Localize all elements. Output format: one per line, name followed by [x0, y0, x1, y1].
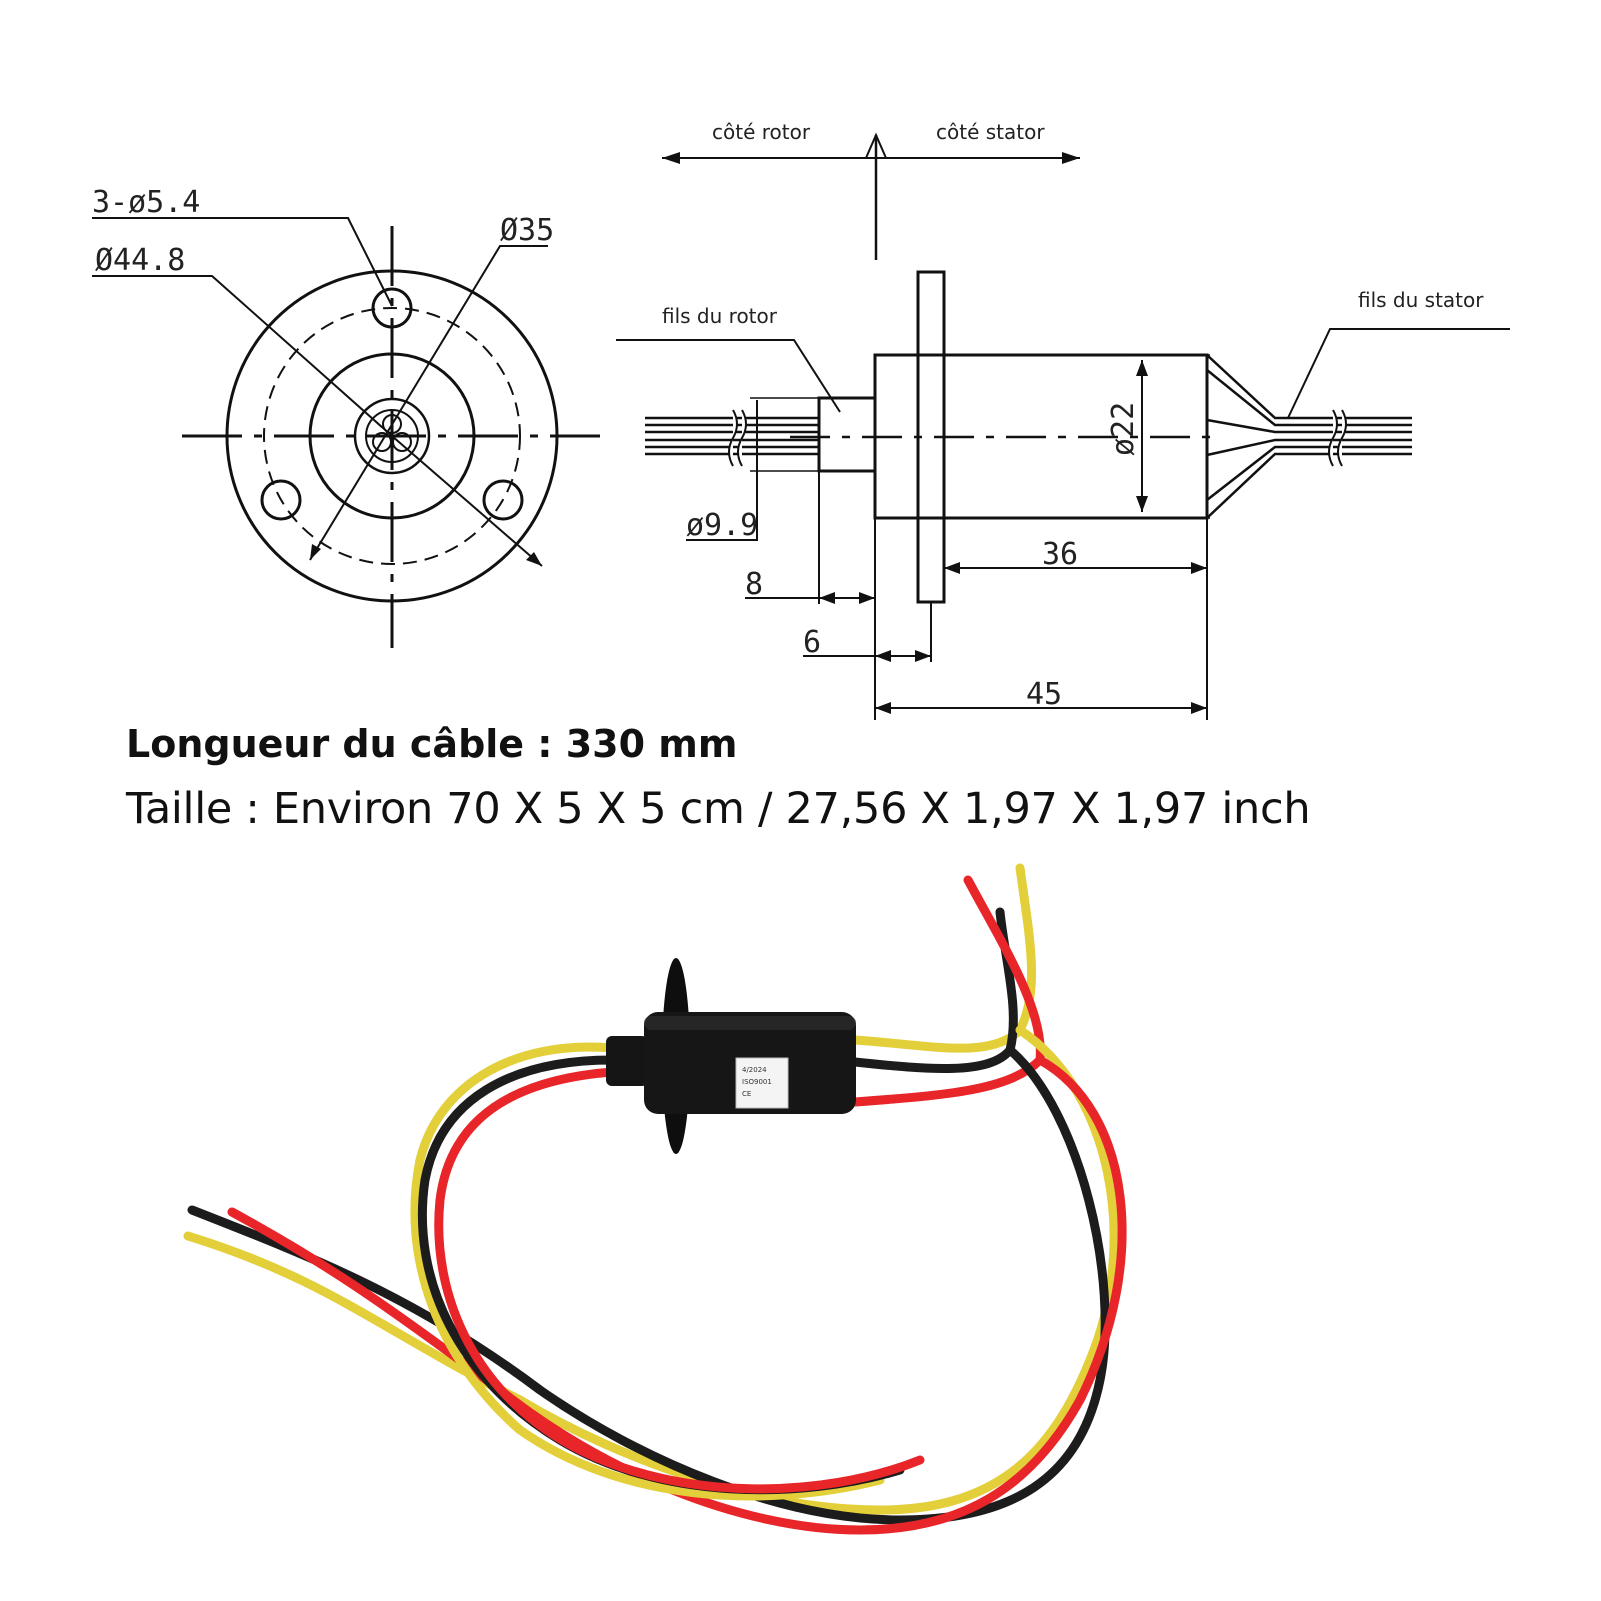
stator-side-label: côté stator — [936, 120, 1045, 144]
stator-wires-leader — [1287, 328, 1510, 419]
stator-wires-label: fils du stator — [1358, 288, 1484, 312]
dim-8-label: 8 — [745, 567, 763, 602]
slip-ring-shaft — [606, 1036, 648, 1086]
arrowheads — [662, 152, 1207, 714]
label-line-2: ISO9001 — [742, 1078, 772, 1086]
yellow-wire-loop — [183, 1025, 1119, 1515]
cable-length-caption: Longueur du câble : 330 mm — [126, 722, 738, 766]
stator-wire-bundle — [1206, 354, 1412, 519]
front-view — [92, 217, 600, 648]
shaft-rect — [817, 396, 877, 473]
rotor-wires-leader — [616, 339, 841, 413]
shaft-diameter-label: ø9.9 — [686, 508, 758, 543]
rotor-side-label: côté rotor — [712, 120, 811, 144]
pitch-diameter-label: Ø35 — [500, 213, 554, 248]
shaft-outer-circle — [353, 397, 431, 475]
outer-diameter-arrowhead — [526, 552, 542, 566]
label-line-1: 4/2024 — [742, 1066, 767, 1074]
yellow-wire-rotor — [410, 1042, 885, 1501]
holes-leader — [92, 217, 393, 307]
black-wire-rotor — [417, 1055, 905, 1495]
red-wire-rotor — [434, 1067, 925, 1494]
slip-ring: 4/2024 ISO9001 CE — [606, 958, 856, 1154]
wires — [183, 863, 1127, 1535]
dim-6-label: 6 — [803, 625, 821, 660]
pitch-diameter-arrowhead — [310, 544, 321, 560]
pitch-diameter-leader — [309, 245, 548, 561]
black-wire-loop — [187, 1045, 1110, 1525]
outer-diameter-arrow-line — [391, 435, 543, 567]
red-wire-loop — [227, 1055, 1127, 1535]
body-diameter-label: ø22 — [1106, 402, 1141, 456]
rotor-wire-bundle — [645, 416, 819, 456]
size-caption: Taille : Environ 70 X 5 X 5 cm / 27,56 X… — [126, 784, 1311, 834]
rotor-wire-break — [728, 409, 747, 467]
slip-ring-highlight — [644, 1016, 856, 1030]
dim-45-label: 45 — [1026, 677, 1062, 712]
stator-wire-break — [1328, 409, 1347, 467]
outer-diameter-leader — [92, 275, 393, 437]
label-line-3: CE — [742, 1090, 751, 1098]
side-view — [616, 132, 1510, 720]
mount-hole-left — [260, 479, 302, 521]
mount-hole-right — [482, 479, 524, 521]
front-view-drawing: 3-ø5.4 Ø44.8 Ø35 — [92, 120, 1510, 720]
shaft-diameter-leader — [686, 400, 758, 541]
slip-ring-label — [735, 1057, 789, 1109]
outer-diameter-label: Ø44.8 — [95, 243, 185, 278]
dim-36-label: 36 — [1042, 537, 1078, 572]
bolt-circle — [263, 307, 521, 565]
rotor-wires-label: fils du rotor — [662, 304, 778, 328]
holes-label: 3-ø5.4 — [92, 185, 200, 220]
